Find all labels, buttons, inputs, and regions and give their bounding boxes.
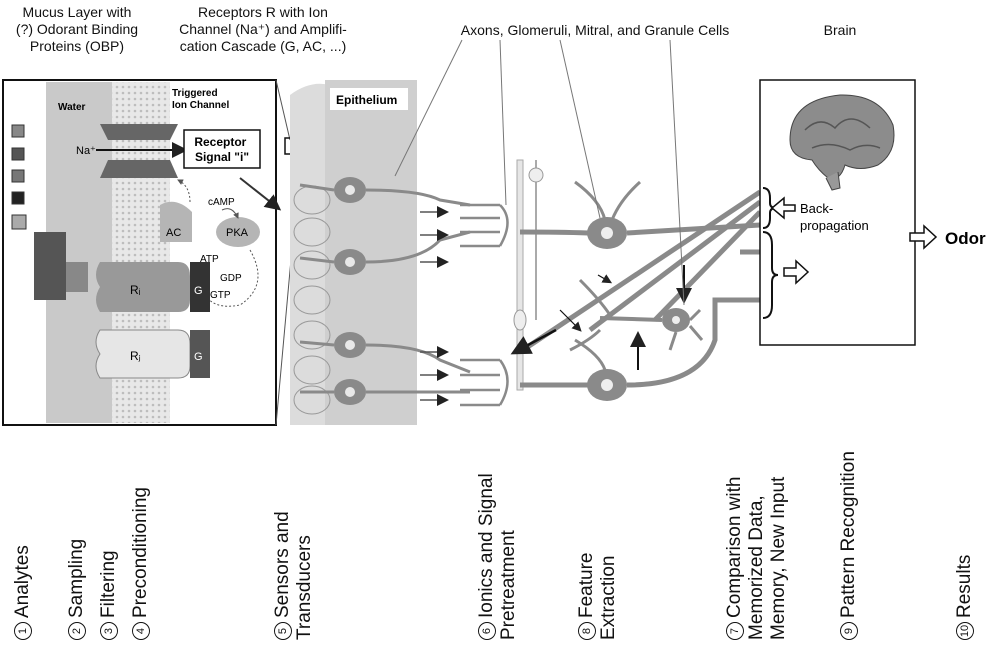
ac-label: AC [166, 227, 181, 239]
step-pattern: 9 Pattern Recognition [838, 451, 860, 640]
epithelium-label: Epithelium [336, 93, 397, 107]
odorant-1 [11, 124, 25, 138]
step-text-filtering: Filtering [98, 550, 119, 618]
mitral-cells [519, 180, 761, 401]
glomeruli [460, 203, 509, 407]
step-preconditioning: 4 Preconditioning [130, 487, 152, 640]
step-comparison: 7Comparison with Memorized Data, Memory,… [724, 476, 790, 641]
odorant-molecules [11, 124, 27, 230]
step-number-2: 2 [68, 622, 86, 640]
step-feature: 8Feature Extraction [576, 553, 620, 640]
odor-arrow [909, 224, 938, 250]
step-text-sensors: Sensors and Transducers [272, 511, 315, 640]
triggered-ion-channel-label: Triggered Ion Channel [172, 88, 229, 111]
odor-label: Odor [945, 229, 986, 248]
step-number-9: 9 [840, 622, 858, 640]
header-brain: Brain [823, 22, 857, 38]
odorant-3 [11, 169, 25, 183]
step-number-8: 8 [578, 622, 596, 640]
header-mucus-layer: Mucus Layer with (?) Odorant Binding Pro… [15, 4, 139, 54]
epithelium-section: Epithelium [290, 80, 417, 425]
step-text-preconditioning: Preconditioning [130, 487, 151, 618]
g-label-1: G [194, 285, 203, 297]
step-number-10: 10 [956, 622, 974, 640]
atp-label: ATP [200, 254, 219, 265]
backprop-arrow [770, 196, 796, 220]
forward-arrow [783, 259, 810, 285]
brace-forward [762, 231, 779, 319]
receptor-inset-panel: Water Triggered Ion Channel Na⁺ Receptor… [2, 79, 277, 426]
ri-label: Rᵢ [130, 283, 141, 297]
g-protein-rj [190, 330, 210, 378]
step-text-pattern: Pattern Recognition [838, 451, 859, 618]
step-number-1: 1 [14, 622, 32, 640]
epithelium-label-box [330, 88, 408, 110]
step-text-ionics: Ionics and Signal Pretreatment [476, 473, 519, 640]
pka-enzyme [216, 217, 260, 247]
header-axons-cells: Axons, Glomeruli, Mitral, and Granule Ce… [460, 22, 730, 38]
step-number-6: 6 [478, 622, 496, 640]
step-sampling: 2 Sampling [66, 539, 88, 640]
receptor-signal-label: Receptor Signal "i" [194, 135, 249, 164]
step-text-analytes: Analytes [12, 545, 33, 618]
ac-enzyme [160, 201, 192, 242]
step-text-sampling: Sampling [66, 538, 87, 618]
g-protein-ri [190, 262, 210, 312]
step-results: 10 Results [954, 555, 976, 640]
step-number-4: 4 [132, 622, 150, 640]
step-filtering: 3 Filtering [98, 550, 120, 640]
step-text-comparison: Comparison with Memorized Data, Memory, … [724, 476, 789, 641]
ion-channel [100, 124, 178, 178]
camp-label: cAMP [208, 197, 235, 208]
step-sensors: 5Sensors and Transducers [272, 511, 316, 640]
step-text-results: Results [954, 554, 975, 618]
step-number-7: 7 [726, 622, 744, 640]
odorant-2 [11, 147, 25, 161]
gtp-label: GTP [210, 290, 231, 301]
odorant-5 [11, 214, 27, 230]
triggered-line-2: Ion Channel [172, 100, 229, 111]
g-label-2: G [194, 351, 203, 363]
gdp-label: GDP [220, 273, 242, 284]
obp-protein-right [66, 262, 88, 292]
brain-image [789, 94, 895, 191]
obp-protein-left [34, 232, 66, 300]
na-label: Na⁺ [76, 145, 96, 157]
triggered-line-1: Triggered [172, 88, 218, 99]
backpropagation-label: Back- propagation [800, 201, 869, 233]
rj-label: Rⱼ [130, 349, 141, 363]
step-ionics: 6Ionics and Signal Pretreatment [476, 473, 520, 640]
water-label: Water [58, 102, 86, 113]
step-number-5: 5 [274, 622, 292, 640]
feedback-fibres [518, 189, 762, 355]
step-number-3: 3 [100, 622, 118, 640]
receptor-signal-box [183, 129, 261, 169]
receptor-rj [95, 329, 191, 379]
pka-label: PKA [226, 227, 249, 239]
step-analytes: 1 Analytes [12, 545, 34, 640]
header-receptors: Receptors R with Ion Channel (Na⁺) and A… [179, 4, 347, 54]
receptor-ri [96, 262, 190, 312]
odorant-4 [11, 191, 25, 205]
